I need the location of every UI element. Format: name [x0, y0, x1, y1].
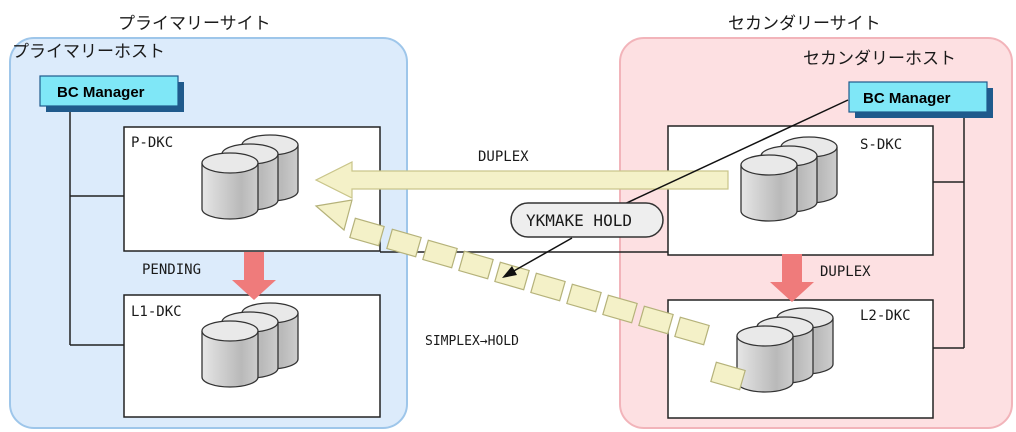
secondary-site-label: セカンダリーサイト [728, 14, 881, 34]
p-dkc-label: P-DKC [131, 135, 173, 151]
command-pill [510, 202, 664, 238]
command-label: YKMAKE HOLD [526, 211, 632, 230]
primary-pair-status: PENDING [142, 262, 201, 278]
primary-pending-arrow [232, 252, 276, 300]
l2-dkc-label: L2-DKC [860, 308, 911, 324]
secondary-bc-manager-label: BC Manager [863, 90, 951, 107]
duplex-copy-label: DUPLEX [478, 149, 529, 165]
secondary-bc-manager: BC Manager [848, 81, 993, 118]
command-arrowhead [502, 266, 517, 278]
primary-bc-manager-label: BC Manager [57, 84, 145, 101]
secondary-duplex-arrow [770, 254, 814, 302]
s-dkc-label: S-DKC [860, 137, 902, 153]
primary-host-label: プライマリーホスト [12, 42, 165, 62]
l1-dkc-label: L1-DKC [131, 304, 182, 320]
primary-site-label: プライマリーサイト [118, 14, 271, 34]
duplex-copy-arrow [314, 161, 729, 199]
secondary-pair-status: DUPLEX [820, 264, 871, 280]
transition-label: SIMPLEX→HOLD [425, 334, 519, 349]
secondary-host-wiring [933, 118, 965, 349]
dashed-copy-arrow [314, 199, 746, 391]
primary-bc-manager: BC Manager [39, 75, 184, 112]
secondary-host-label: セカンダリーホスト [803, 49, 956, 69]
primary-host-wiring [69, 112, 124, 346]
command-line [511, 99, 849, 273]
